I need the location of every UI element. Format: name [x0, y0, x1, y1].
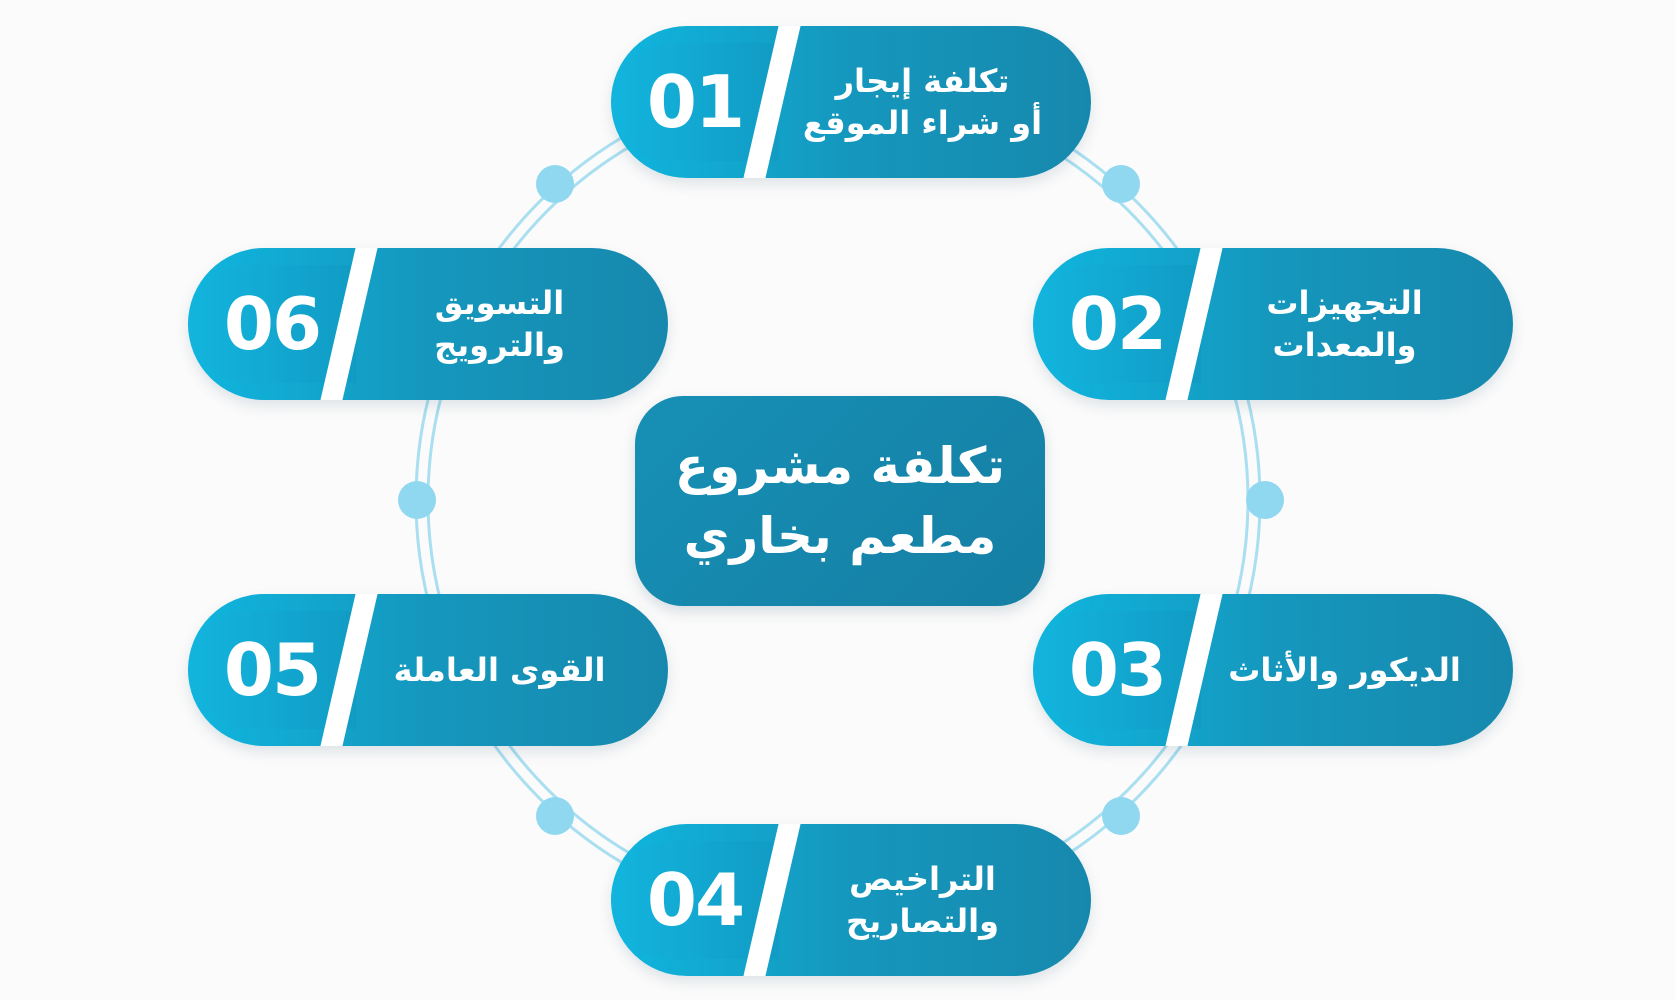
ring-dot [536, 165, 574, 203]
item-label: القوى العاملة [393, 651, 606, 689]
cost-item-03: 03 الديكور والأثاث [1033, 594, 1513, 746]
cost-item-01: 01 تكلفة إيجار أو شراء الموقع [611, 26, 1091, 178]
ring-dot [398, 481, 436, 519]
item-label: الديكور والأثاث [1228, 651, 1461, 689]
item-label: التراخيص والتصاريح [846, 860, 999, 940]
cost-item-05: 05 القوى العاملة [188, 594, 668, 746]
cost-item-02: 02 التجهيزات والمعدات [1033, 248, 1513, 400]
ring-dot [1102, 797, 1140, 835]
ring-dot [1246, 481, 1284, 519]
cost-item-04: 04 التراخيص والتصاريح [611, 824, 1091, 976]
ring-dot [536, 797, 574, 835]
item-number-badge: 03 [1033, 611, 1201, 729]
item-label: التسويق والترويج [434, 284, 565, 364]
item-label: التجهيزات والمعدات [1266, 284, 1423, 364]
item-label: تكلفة إيجار أو شراء الموقع [802, 62, 1043, 142]
ring-dot [1102, 165, 1140, 203]
cost-item-06: 06 التسويق والترويج [188, 248, 668, 400]
center-title: تكلفة مشروع مطعم بخاري [635, 396, 1045, 606]
